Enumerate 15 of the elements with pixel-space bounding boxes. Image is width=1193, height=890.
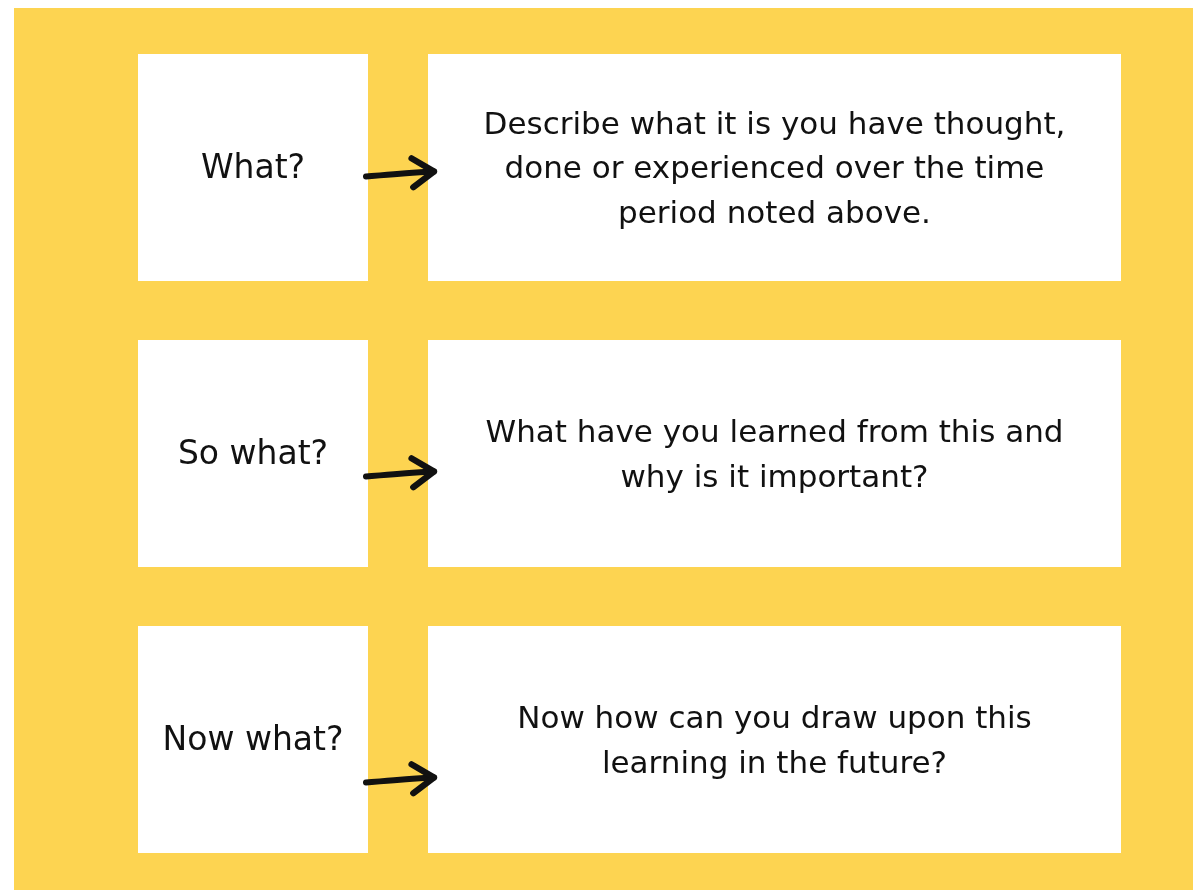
question-box bbox=[138, 626, 368, 853]
description-text: Now how can you draw upon this learning in the future? bbox=[516, 698, 1033, 782]
arrow bbox=[363, 155, 438, 191]
description-text: What have you learned from this and why is it important? bbox=[484, 412, 1065, 496]
arrow bbox=[363, 761, 438, 797]
description-text: Describe what it is you have thought, done or experienced over the time period noted above. bbox=[482, 104, 1067, 232]
question-box bbox=[138, 54, 368, 281]
question-text: So what? bbox=[177, 432, 329, 475]
question-box bbox=[138, 340, 368, 567]
question-text: What? bbox=[200, 146, 306, 189]
description-box bbox=[428, 54, 1121, 281]
description-box bbox=[428, 626, 1121, 853]
arrow bbox=[363, 455, 438, 491]
question-text: Now what? bbox=[162, 718, 344, 761]
description-box bbox=[428, 340, 1121, 567]
